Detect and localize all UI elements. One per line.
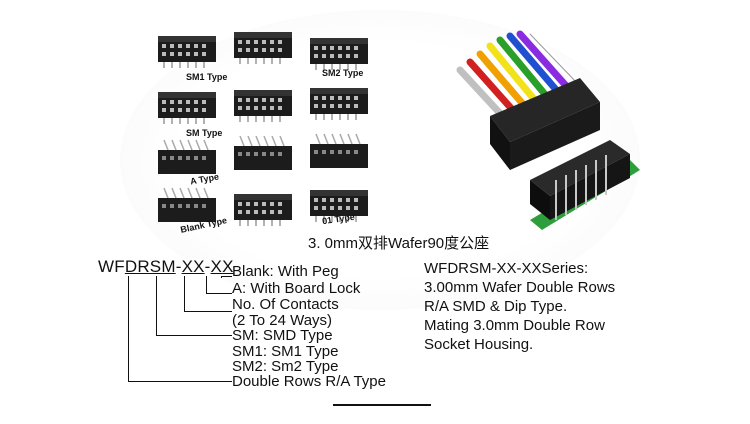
bracket-line xyxy=(221,276,222,278)
bracket-line xyxy=(221,276,232,277)
bracket-line xyxy=(206,276,207,294)
part-peg-code: XX xyxy=(210,257,234,276)
series-line: WFDRSM-XX-XXSeries: xyxy=(424,260,589,277)
series-line: Socket Housing. xyxy=(424,336,534,353)
part-code: DRSM xyxy=(124,257,176,276)
legend-item: SM: SMD Type xyxy=(232,327,333,344)
bracket-line xyxy=(184,276,185,312)
legend-item: A: With Board Lock xyxy=(232,280,361,297)
series-description: WFDRSM-XX-XXSeries: 3.00mm Wafer Double … xyxy=(424,259,615,354)
part-number: WFDRSM-XX-XX xyxy=(98,257,234,277)
series-line: Mating 3.0mm Double Row xyxy=(424,317,605,334)
divider xyxy=(333,404,431,406)
legend-item: No. Of Contacts xyxy=(232,296,339,313)
bracket-line xyxy=(156,335,232,336)
bracket-line xyxy=(128,276,129,382)
legend-item: SM2: Sm2 Type xyxy=(232,358,339,375)
legend-item: Blank: With Peg xyxy=(232,263,339,280)
bracket-line xyxy=(206,293,232,294)
series-line: 3.00mm Wafer Double Rows xyxy=(424,279,616,296)
legend-item: Double Rows R/A Type xyxy=(232,373,386,390)
thumb-caption-sm: SM Type xyxy=(186,128,223,138)
page-title: 3. 0mm双排Wafer90度公座 xyxy=(308,235,490,252)
thumb-caption-sm2: SM2 Type xyxy=(322,68,364,78)
part-sep-2: - xyxy=(204,257,211,276)
legend-item: SM1: SM1 Type xyxy=(232,343,339,360)
part-prefix: WF xyxy=(98,257,125,276)
series-line: R/A SMD & Dip Type. xyxy=(424,298,568,315)
legend-item: (2 To 24 Ways) xyxy=(232,312,333,329)
part-contacts-code: XX xyxy=(181,257,205,276)
part-sep-1: - xyxy=(175,257,182,276)
bracket-line xyxy=(156,276,157,336)
bracket-line xyxy=(128,381,232,382)
bracket-line xyxy=(184,311,232,312)
cable-assembly-illustration xyxy=(456,30,640,230)
thumb-caption-sm1: SM1 Type xyxy=(186,72,228,82)
